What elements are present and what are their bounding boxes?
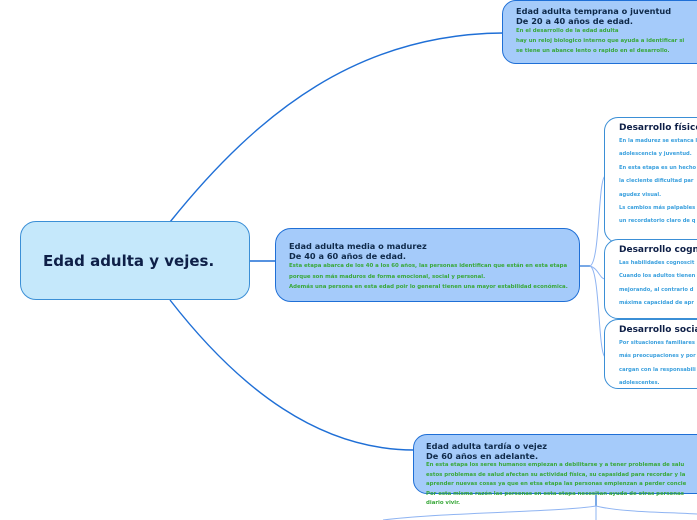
node-title: Desarrollo socia: [619, 325, 697, 335]
node-body-line: En el desarrollo de la edad adulta: [516, 28, 619, 34]
connector-root-to-late-adulthood: [169, 299, 415, 451]
node-title: Desarrollo cogni: [619, 245, 697, 255]
node-physical-development[interactable]: Desarrollo físico En la madurez se estan…: [604, 117, 697, 243]
node-body-line: En esta etapa es un hecho: [619, 164, 697, 171]
node-early-adulthood[interactable]: Edad adulta temprana o juventud De 20 a …: [502, 0, 697, 64]
node-late-adulthood[interactable]: Edad adulta tardía o vejez De 60 años en…: [413, 434, 697, 506]
node-body-line: Por situaciones familiares: [619, 340, 695, 346]
node-body-line: se tiene un abance lento o rapido en el …: [516, 48, 670, 54]
node-body-line: un recordatorio claro de q: [619, 218, 696, 225]
node-title: Edad adulta media o madurez: [289, 241, 427, 251]
node-body-line: porque son más maduros de forma emociona…: [289, 273, 486, 280]
node-body-line: Ls cambios más palpables: [619, 205, 696, 212]
node-body-line: Cuando los adultos tienen: [619, 273, 696, 280]
node-body-line: Por esta misma razón las personas en est…: [426, 490, 684, 497]
connector-late-to-child-left: [382, 505, 597, 520]
connector-root-to-early-adulthood: [169, 32, 504, 223]
node-body-line: mejorando, al contrario d: [619, 286, 694, 293]
node-title: Desarrollo físico: [619, 123, 697, 133]
node-subtitle: De 20 a 40 años de edad.: [516, 16, 633, 26]
node-body-line: hay un reloj biologico interno que ayuda…: [516, 38, 685, 44]
node-middle-adulthood[interactable]: Edad adulta media o madurez De 40 a 60 a…: [275, 228, 580, 302]
node-subtitle: De 40 a 60 años de edad.: [289, 251, 406, 261]
node-title: Edad adulta temprana o juventud: [516, 6, 672, 16]
node-body-line: agudez visual.: [619, 191, 662, 198]
node-body-line: adolescencia y juventud.: [619, 151, 692, 158]
node-subtitle: De 60 años en adelante.: [426, 451, 539, 461]
node-body-line: En la madurez se estanca l: [619, 138, 697, 144]
node-body-line: más preocupaciones y por: [619, 353, 696, 360]
node-body-line: diario vivir.: [426, 500, 461, 506]
connector-middle-to-physical: [589, 175, 606, 267]
node-body-line: En esta etapa los seres humanos empiezan…: [426, 462, 685, 468]
node-body-line: Esta etapa abarca de los 40 a los 60 año…: [289, 263, 568, 269]
node-body-line: la cleciente dificultad par: [619, 178, 694, 185]
node-body-line: estos problemas de salud afectan su acti…: [426, 471, 686, 478]
node-body-line: Además una persona en esta edad poir lo …: [289, 284, 568, 290]
node-body-line: cargan con la responsabili: [619, 366, 696, 373]
node-cognitive-development[interactable]: Desarrollo cogni Las habilidades cognosc…: [604, 239, 697, 319]
node-body-line: adolescentes.: [619, 380, 660, 387]
connector-middle-to-social: [589, 265, 606, 358]
root-node[interactable]: Edad adulta y vejes.: [20, 221, 250, 300]
node-body-line: máxima capacidad de apr: [619, 300, 694, 307]
node-body-line: aprender nuevas cosas ya que en etsa eta…: [426, 481, 687, 487]
connector-middle-to-cognitive: [589, 265, 606, 280]
node-title: Edad adulta tardía o vejez: [426, 441, 548, 451]
root-title: Edad adulta y vejes.: [43, 251, 215, 270]
connector-late-to-child-right: [595, 505, 697, 515]
node-body-line: Las habilidades cognoscit: [619, 260, 695, 266]
node-social-development[interactable]: Desarrollo socia Por situaciones familia…: [604, 319, 697, 389]
